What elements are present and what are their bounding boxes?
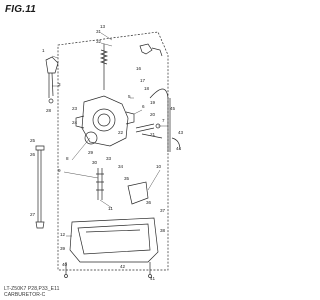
o-ring-part <box>84 131 98 145</box>
callout-number: 42 <box>120 264 126 269</box>
callout-number: 12 <box>60 232 66 237</box>
float-bowl-part <box>69 217 159 263</box>
parts-diagram-sheet: FIG.11 <box>4 4 184 298</box>
carburetor-body-part <box>81 95 129 147</box>
diagram-caption: CARBURETOR-C <box>4 292 46 298</box>
callout-number-layer: 3132135678910111213161718192021222324252… <box>30 24 184 281</box>
callout-number: 17 <box>140 78 146 83</box>
callout-number: 28 <box>46 108 52 113</box>
callout-number: 36 <box>146 200 152 205</box>
vent-tube-part <box>149 88 169 152</box>
callout-number: 11 <box>108 206 113 211</box>
adjust-screw-part <box>135 123 155 129</box>
callout-number: 18 <box>144 86 150 91</box>
callout-number: 37 <box>160 208 166 213</box>
callout-number: 45 <box>170 106 176 111</box>
callout-number: 3 <box>58 82 61 87</box>
piston-valve-part <box>45 56 59 74</box>
carburetor-exploded-diagram: 3132135678910111213161718192021222324252… <box>30 24 184 281</box>
callout-number: 21 <box>150 132 156 137</box>
callout-number: 29 <box>88 150 94 155</box>
callout-number: 34 <box>118 164 124 169</box>
callout-number: 44 <box>176 146 182 151</box>
figure-title: FIG.11 <box>5 4 37 15</box>
float-part <box>127 181 149 205</box>
callout-number: 40 <box>62 262 68 267</box>
callout-number: 23 <box>72 106 78 111</box>
callout-number: 9 <box>58 168 61 173</box>
callout-number: 43 <box>178 130 184 135</box>
callout-number: 13 <box>100 24 106 29</box>
callout-number: 22 <box>118 130 124 135</box>
throttle-cable-part <box>139 43 153 55</box>
drain-hose-part <box>171 137 181 151</box>
callout-number: 19 <box>150 100 156 105</box>
callout-number: 25 <box>30 138 36 143</box>
callout-number: 10 <box>156 164 162 169</box>
callout-number: 33 <box>106 156 112 161</box>
callout-number: 38 <box>160 228 166 233</box>
callout-number: 30 <box>92 160 98 165</box>
callout-number: 39 <box>60 246 66 251</box>
callout-number: 26 <box>30 152 36 157</box>
callout-number: 8 <box>66 156 69 161</box>
callout-number: 5 <box>128 94 131 99</box>
callout-number: 35 <box>124 176 130 181</box>
assembly-boundary <box>57 31 169 271</box>
callout-number: 16 <box>136 66 142 71</box>
callout-number: 41 <box>150 276 156 281</box>
callout-number: 27 <box>30 212 36 217</box>
callout-number: 31 <box>96 29 102 34</box>
model-code: LT-Z50K7 P28,P33_E11 <box>4 286 60 292</box>
callout-number: 1 <box>42 48 45 53</box>
callout-number: 7 <box>162 118 165 123</box>
callout-number: 6 <box>142 104 145 109</box>
callout-number: 24 <box>72 120 78 125</box>
callout-number: 32 <box>96 39 102 44</box>
callout-number: 20 <box>150 112 156 117</box>
